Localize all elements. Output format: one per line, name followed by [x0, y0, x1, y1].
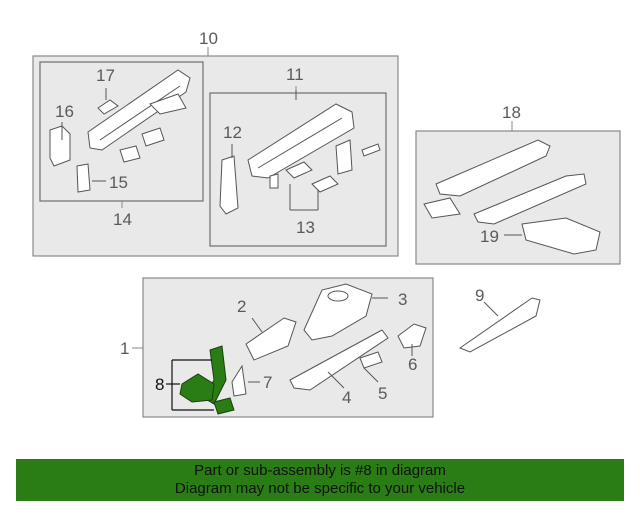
- group-1-frame: [132, 277, 434, 418]
- part-19: [504, 217, 601, 255]
- callout-3: 3: [398, 290, 408, 309]
- callout-2: 2: [237, 297, 247, 316]
- callout-9: 9: [475, 286, 485, 305]
- callout-16: 16: [55, 102, 74, 121]
- bracket-14a: [119, 127, 165, 163]
- part-4: [289, 329, 389, 391]
- banner-line-2: Diagram may not be specific to your vehi…: [174, 480, 466, 497]
- callout-6: 6: [408, 355, 418, 374]
- callout-12: 12: [223, 123, 242, 142]
- callout-11: 11: [286, 65, 304, 84]
- callout-8: 8: [155, 375, 165, 394]
- part-9: [458, 297, 541, 353]
- callout-4: 4: [342, 388, 352, 407]
- part-2: [245, 317, 297, 361]
- part-18: [423, 139, 587, 225]
- callout-5: 5: [378, 384, 388, 403]
- banner-line-1: Part or sub-assembly is #8 in diagram: [194, 462, 446, 479]
- part-8-highlighted[interactable]: [179, 345, 235, 415]
- callout-10: 10: [199, 29, 218, 48]
- callout-1: 1: [120, 339, 130, 358]
- callout-13: 13: [296, 218, 315, 237]
- part-17: [87, 69, 191, 151]
- part-6: [397, 323, 427, 356]
- info-banner: Part or sub-assembly is #8 in diagram Di…: [16, 459, 624, 501]
- callout-7: 7: [263, 373, 273, 392]
- callout-17: 17: [96, 66, 115, 85]
- part-3: [303, 283, 388, 341]
- part-7: [231, 364, 260, 397]
- callout-14: 14: [113, 210, 132, 229]
- part-11: [247, 90, 381, 179]
- part-16: [49, 122, 71, 167]
- callout-19: 19: [480, 227, 499, 246]
- part-15: [76, 163, 106, 193]
- callout-15: 15: [109, 173, 128, 192]
- part-13: [269, 161, 339, 211]
- part-5: [359, 351, 383, 383]
- callout-18: 18: [502, 103, 521, 122]
- part-8-leader: [166, 359, 214, 411]
- part-12: [219, 144, 239, 215]
